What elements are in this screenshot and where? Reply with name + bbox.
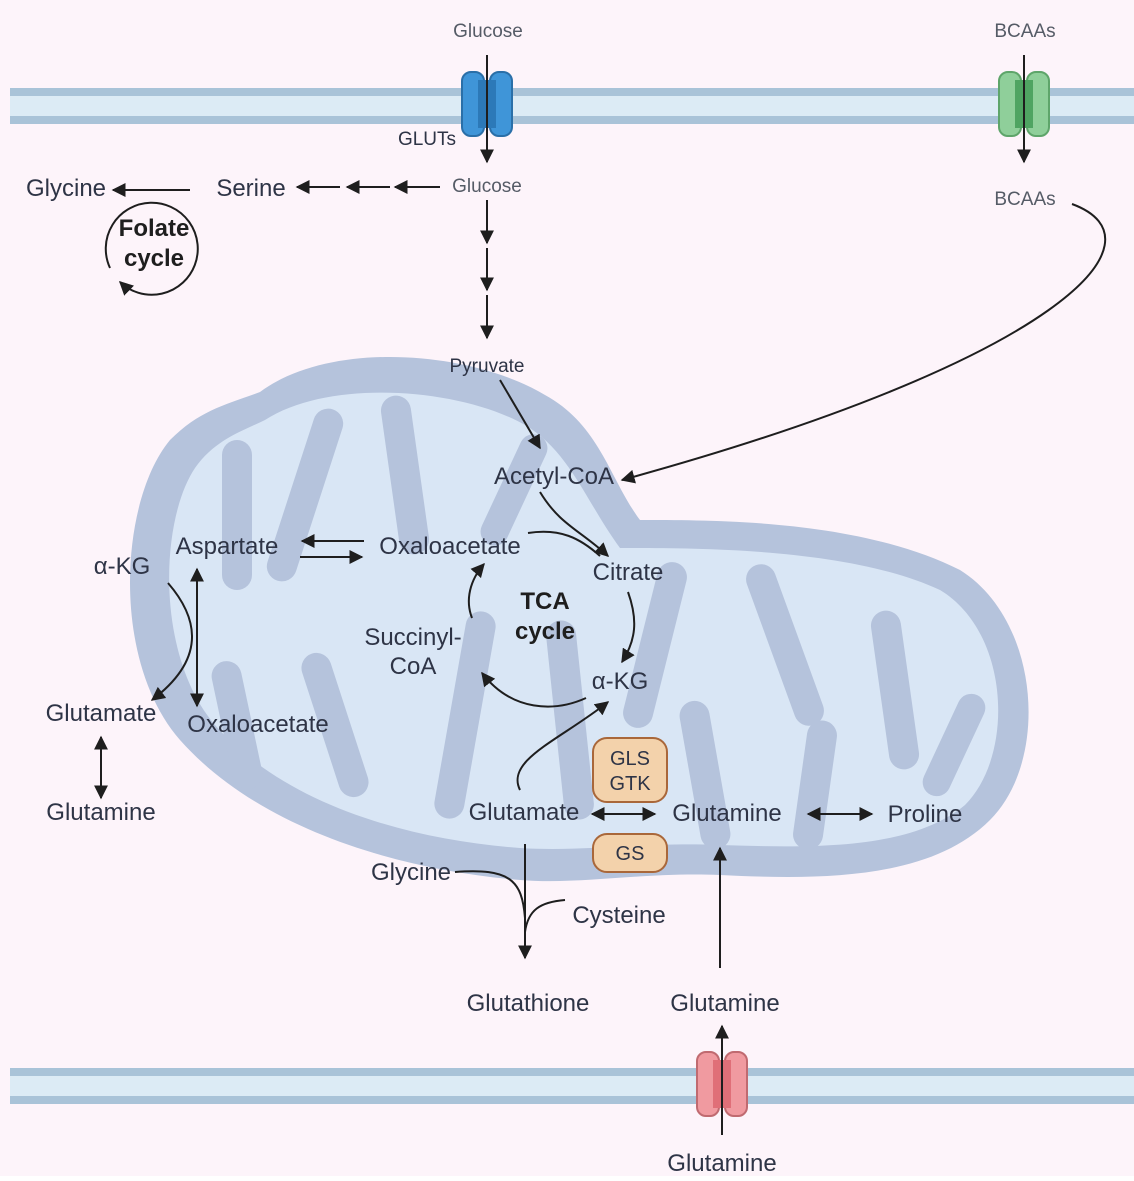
label-oxaloacetate-mito: Oxaloacetate [379,533,520,560]
label-glutamine-mito: Glutamine [672,800,781,827]
label-gluts: GLUTs [398,129,456,150]
label-citrate: Citrate [593,559,664,586]
label-glucose-top: Glucose [453,21,523,42]
label-tca-cycle-line1: TCA [520,588,569,615]
label-glycine-bottom: Glycine [371,859,451,886]
label-folate-cycle-line1: Folate [119,215,190,242]
label-gs: GS [616,843,645,865]
label-glycine-left: Glycine [26,175,106,202]
label-glutamine-outside: Glutamine [667,1150,776,1176]
label-glucose-cyto: Glucose [452,176,522,197]
label-gtk: GTK [609,773,651,795]
label-succinyl-coa-line2: CoA [390,653,437,680]
label-akg-mito: α-KG [592,668,649,695]
label-akg-left: α-KG [94,553,151,580]
label-cysteine: Cysteine [572,902,665,929]
label-gls: GLS [610,748,650,770]
label-serine: Serine [216,175,285,202]
label-acetyl-coa: Acetyl-CoA [494,463,614,490]
label-glutamate-mito: Glutamate [469,799,580,826]
label-glutamine-above-membrane: Glutamine [670,990,779,1017]
label-glutamate-left: Glutamate [46,700,157,727]
label-folate-cycle-line2: cycle [124,245,184,272]
label-glutamine-left: Glutamine [46,799,155,826]
label-bcaas-cyto: BCAAs [994,189,1055,210]
label-tca-cycle-line2: cycle [515,618,575,645]
label-bcaas-top: BCAAs [994,21,1055,42]
label-oxaloacetate-left: Oxaloacetate [187,711,328,738]
top-membrane [10,88,1134,124]
label-aspartate-mito: Aspartate [176,533,279,560]
label-pyruvate: Pyruvate [450,356,525,377]
label-proline: Proline [888,801,963,828]
label-glutathione: Glutathione [467,990,590,1017]
bottom-membrane [10,1068,1134,1104]
label-succinyl-coa-line1: Succinyl- [364,624,461,651]
